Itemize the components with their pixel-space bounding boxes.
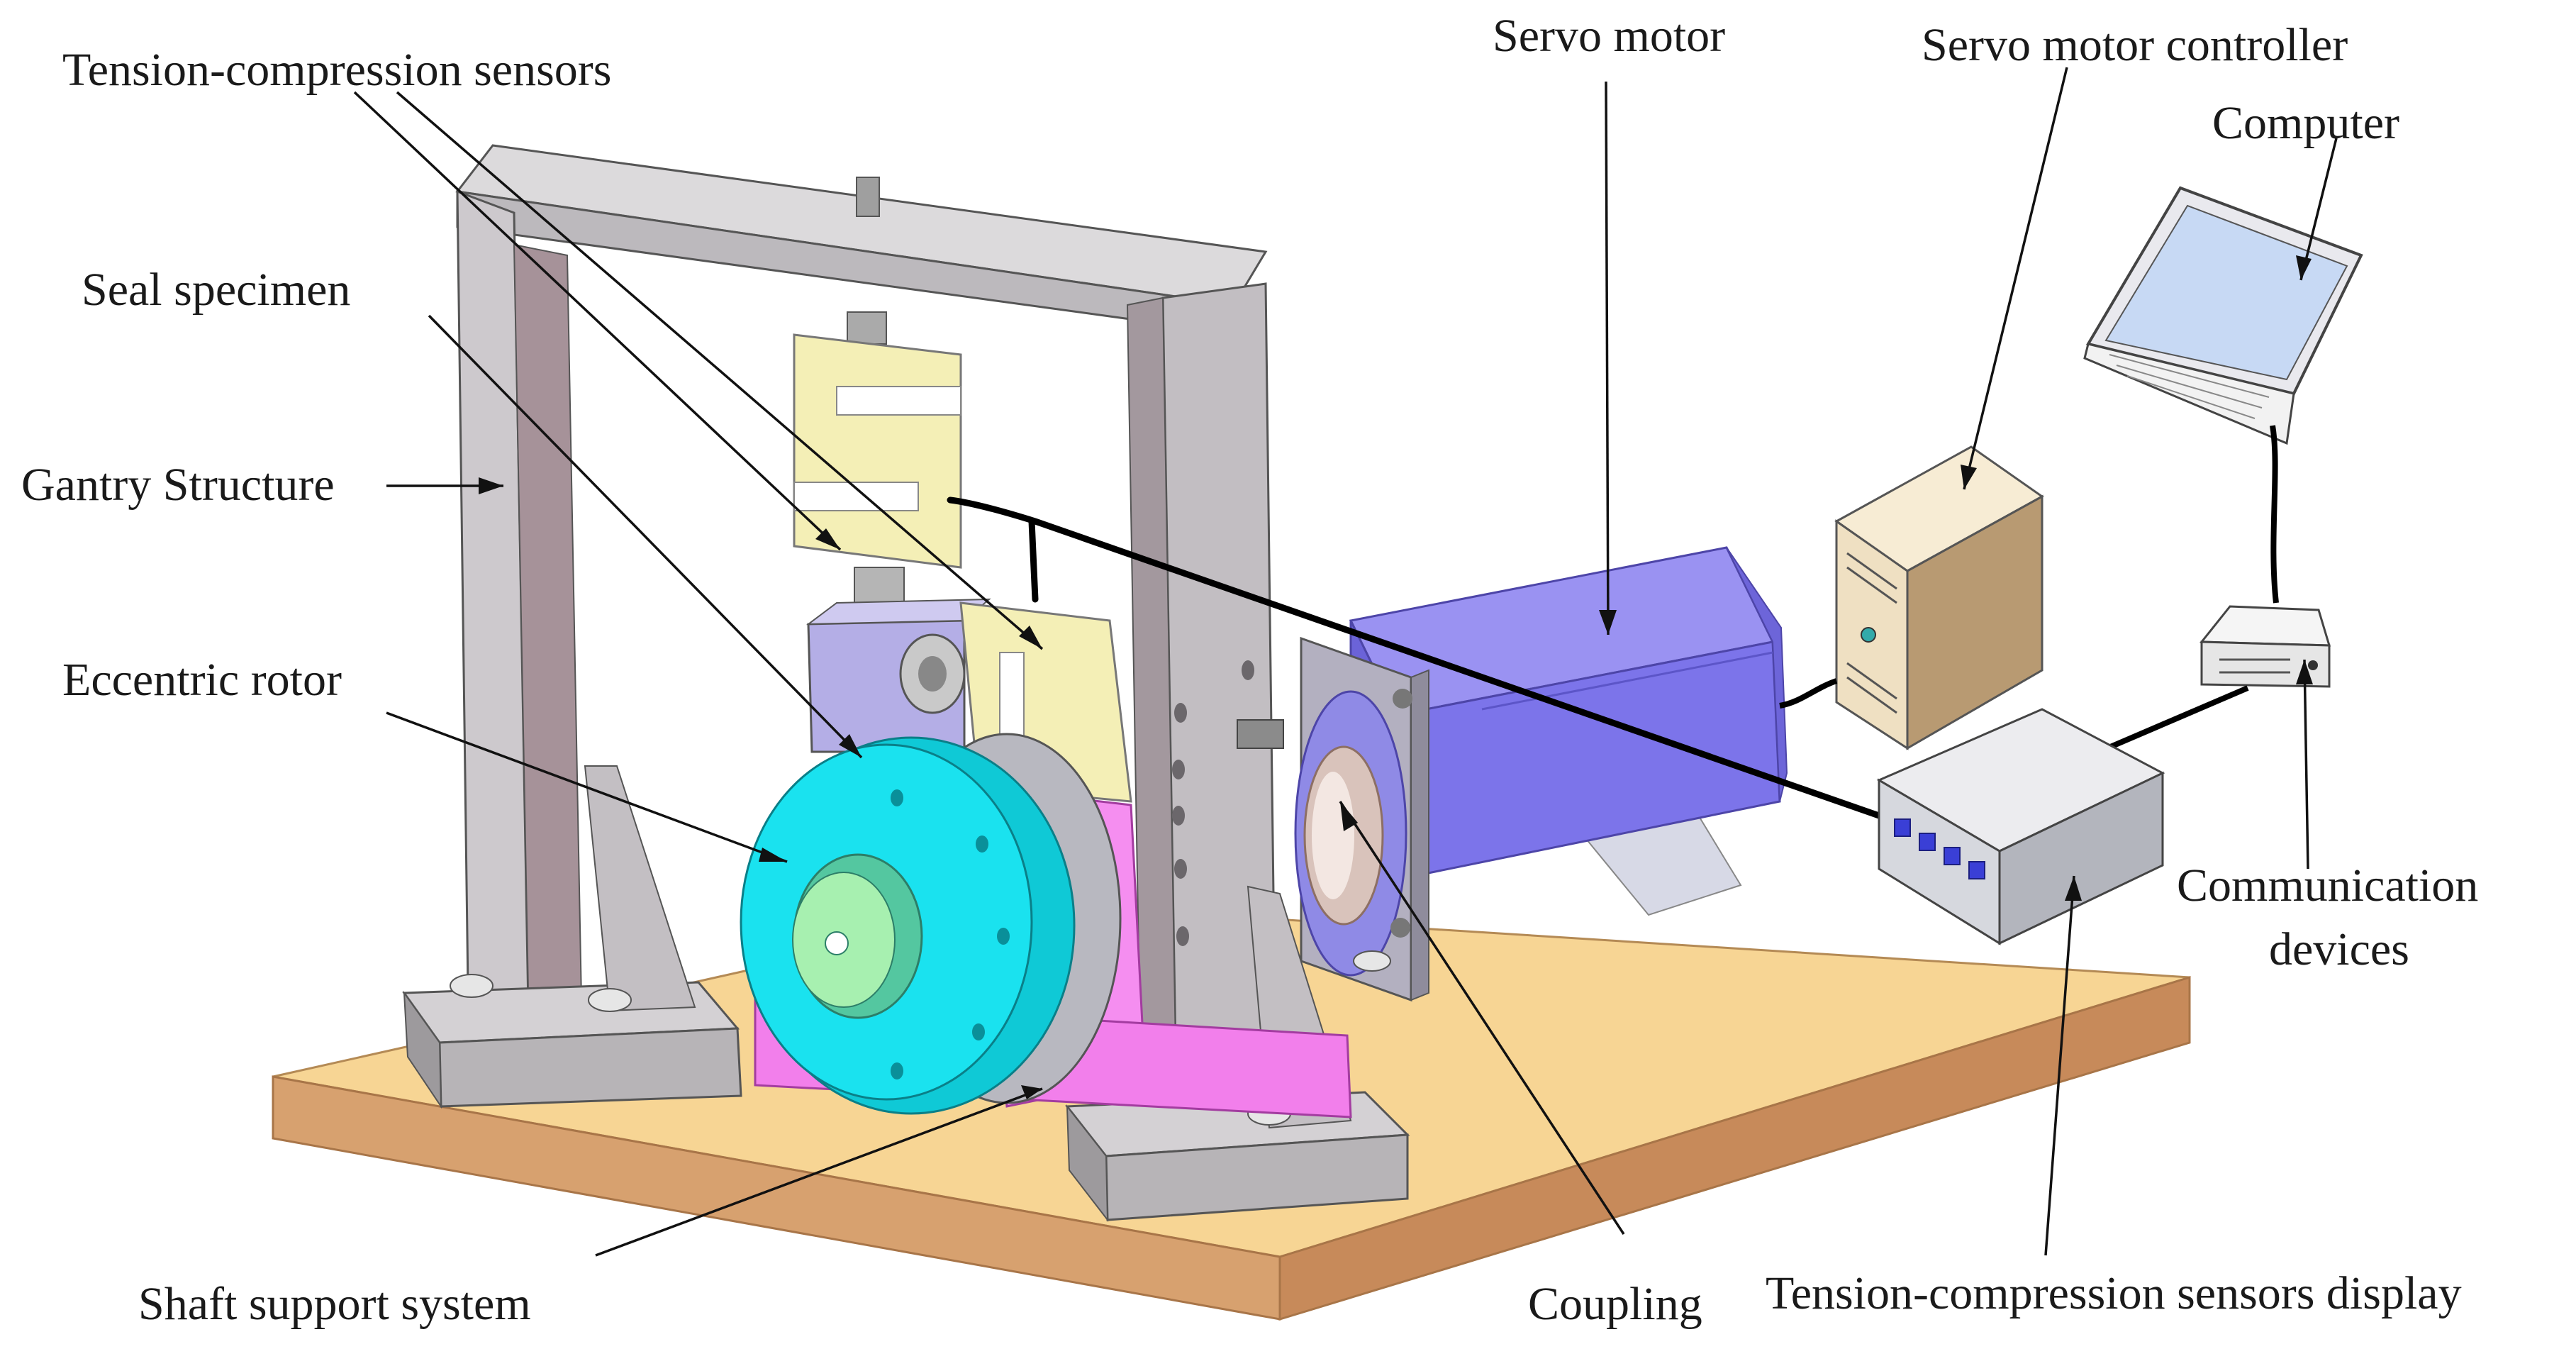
arrowheads: [479, 255, 2313, 1099]
label-eccentric-rotor: Eccentric rotor: [62, 654, 342, 706]
label-communication-1: Communication: [2177, 860, 2478, 911]
label-tension-sensors: Tension-compression sensors: [62, 44, 611, 96]
eccentric-rotor: [740, 733, 1122, 1115]
servo-motor-controller: [1779, 445, 2044, 750]
label-shaft-support: Shaft support system: [138, 1278, 531, 1330]
label-computer: Computer: [2212, 97, 2399, 149]
label-communication-2: devices: [2269, 923, 2409, 975]
label-seal-specimen: Seal specimen: [82, 264, 350, 316]
computer-laptop: [2083, 186, 2363, 604]
label-sensors-display: Tension-compression sensors display: [1766, 1267, 2462, 1319]
sensors-display: [1876, 708, 2165, 945]
labels: Tension-compression sensors Seal specime…: [21, 10, 2478, 1330]
communication-device: [2097, 605, 2331, 755]
label-servo-controller: Servo motor controller: [1922, 19, 2348, 71]
label-coupling: Coupling: [1528, 1278, 1702, 1330]
servo-motor: [1294, 546, 1788, 1002]
sensor-assembly: [793, 311, 1132, 803]
label-gantry-structure: Gantry Structure: [21, 459, 335, 511]
label-servo-motor: Servo motor: [1493, 10, 1725, 62]
leader-lines: [353, 67, 2338, 1257]
sensor-cable: [947, 496, 1883, 819]
gantry-structure: [402, 144, 1410, 1223]
